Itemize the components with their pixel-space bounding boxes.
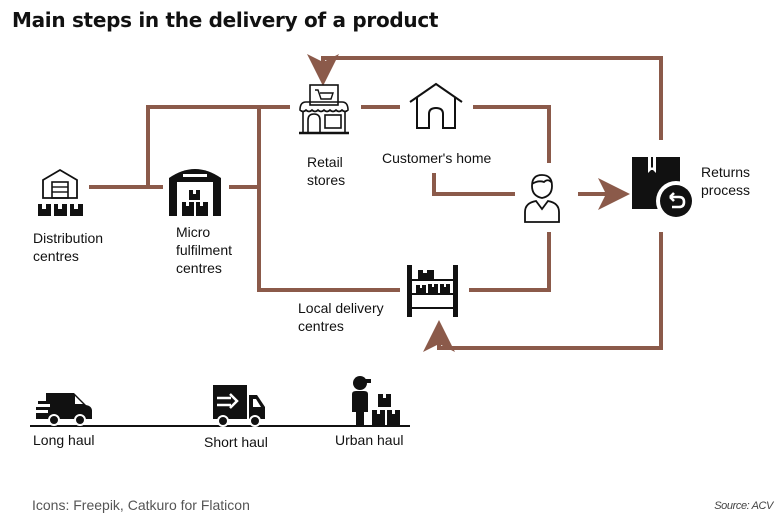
returns-process-label: Returns process: [701, 163, 750, 199]
store-icon: [299, 84, 349, 135]
icon-credit: Icons: Freepik, Catkuro for Flaticon: [32, 497, 250, 513]
source-note: Source: ACV: [714, 500, 773, 512]
courier-icon: [352, 376, 400, 426]
label-line: stores: [307, 172, 346, 188]
urban-haul-label: Urban haul: [335, 432, 404, 448]
label-line: Local delivery: [298, 300, 384, 316]
connector-branch-to-retail: [146, 105, 290, 187]
warehouse-boxes-icon: [38, 168, 83, 216]
arrow-returns-retail: [307, 54, 663, 140]
warehouse-icon: [169, 169, 221, 216]
fast-van-icon: [36, 393, 92, 426]
short-haul-label: Short haul: [204, 434, 268, 450]
return-box-icon: [632, 157, 696, 221]
label-line: centres: [33, 248, 79, 264]
local-delivery-label: Local delivery centres: [298, 299, 384, 335]
label-line: centres: [176, 260, 222, 276]
shelves-icon: [407, 265, 458, 317]
person-icon: [524, 174, 560, 223]
distribution-centres-label: Distribution centres: [33, 229, 103, 265]
house-icon: [409, 82, 463, 129]
label-line: Micro: [176, 224, 211, 240]
label-line: Retail: [307, 154, 343, 170]
micro-fulfilment-label: Micro fulfilment centres: [176, 223, 232, 277]
connector-home-customer: [473, 105, 551, 163]
arrow-returns-local: [423, 232, 663, 352]
retail-stores-label: Retail stores: [307, 153, 345, 189]
connector-local-customer: [469, 232, 551, 292]
label-line: centres: [298, 318, 344, 334]
truck-icon: [213, 385, 265, 427]
label-line: Returns: [701, 164, 751, 180]
connector-home-label-customer: [432, 173, 515, 196]
connector-trunk: [257, 107, 400, 292]
label-line: Distribution: [33, 230, 104, 246]
long-haul-label: Long haul: [33, 432, 95, 448]
label-line: fulfilment: [176, 242, 233, 258]
page-title: Main steps in the delivery of a product: [12, 8, 439, 32]
label-line: process: [701, 182, 751, 198]
customers-home-label: Customer's home: [382, 150, 492, 166]
